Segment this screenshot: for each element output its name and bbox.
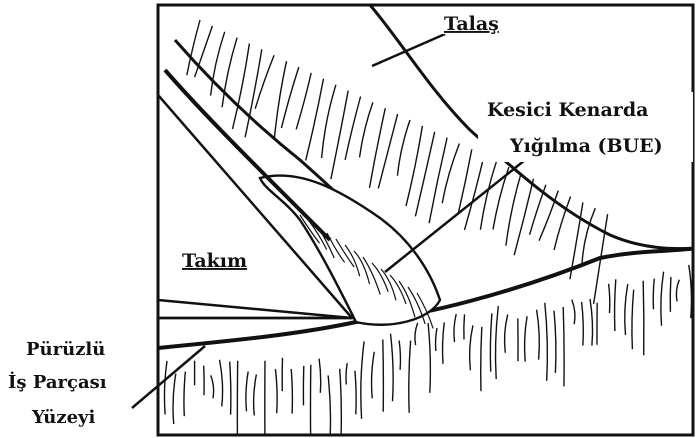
chip-texture-stroke: [360, 102, 373, 157]
workpiece-texture-stroke: [254, 375, 257, 416]
workpiece-texture-stroke: [563, 307, 564, 386]
chip-label: Talaş: [444, 13, 499, 35]
workpiece-texture-stroke: [173, 374, 176, 424]
workpiece-texture-stroke: [545, 303, 548, 381]
workpiece-label-line2: İş Parçası: [8, 370, 107, 393]
workpiece-texture-stroke: [481, 327, 482, 391]
workpiece-texture-stroke: [409, 341, 411, 413]
chip-texture-stroke: [415, 132, 434, 217]
workpiece-texture-stroke: [537, 310, 540, 360]
workpiece-texture-stroke: [291, 369, 292, 414]
bue-label-line1: Kesici Kenarda: [487, 99, 648, 121]
chip-texture-stroke: [255, 55, 274, 108]
chip-texture-stroke: [465, 155, 485, 230]
chip-texture-stroke: [345, 97, 361, 160]
workpiece-texture-stroke: [340, 369, 342, 438]
workpiece-texture-stroke: [164, 361, 167, 415]
workpiece-label-line3: Yüzeyi: [31, 407, 96, 428]
workpiece-texture-stroke: [220, 360, 223, 407]
workpiece-texture-stroke: [670, 277, 671, 312]
chip-texture-stroke: [442, 144, 459, 204]
bue-label-line2: Yığılma (BUE): [509, 135, 663, 157]
workpiece-texture-stroke: [415, 323, 418, 345]
workpiece-texture-stroke: [275, 369, 277, 413]
workpiece-texture-stroke: [436, 328, 437, 351]
workpiece-texture-stroke: [653, 279, 654, 310]
workpiece-texture-stroke: [609, 284, 610, 313]
workpiece-texture-stroke: [643, 281, 644, 356]
chip-texture-stroke: [582, 208, 595, 265]
chip-texture-stroke: [397, 120, 410, 176]
workpiece-texture-stroke: [525, 316, 528, 361]
workpiece-label-line1: Pürüzlü: [26, 339, 105, 360]
workpiece-texture-stroke: [495, 306, 498, 379]
chip-texture-stroke: [554, 197, 571, 251]
chip-texture-stroke: [296, 73, 311, 129]
workpiece-texture-stroke: [346, 363, 347, 384]
chip-texture-stroke: [370, 108, 386, 188]
workpiece-texture-stroke: [615, 279, 616, 331]
tool-label: Takım: [182, 250, 247, 272]
workpiece-texture-stroke: [355, 371, 356, 415]
chip-texture-stroke: [530, 185, 546, 235]
chip-pointer: [372, 34, 445, 66]
workpiece-texture-stroke: [689, 265, 692, 318]
workpiece-texture-stroke: [328, 375, 330, 438]
workpiece-texture-stroke: [505, 315, 508, 353]
workpiece-texture-stroke: [590, 299, 593, 346]
workpiece-texture-stroke: [554, 311, 556, 373]
workpiece-texture-stroke: [454, 314, 456, 342]
chip-texture-stroke: [331, 91, 348, 180]
workpiece-texture-stroke: [391, 334, 394, 402]
workpiece-texture-stroke: [230, 362, 231, 415]
chip-texture-stroke: [322, 85, 336, 158]
workpiece-texture-stroke: [399, 341, 400, 370]
workpiece-texture-stroke: [625, 284, 628, 335]
chip-texture-stroke: [493, 167, 509, 229]
workpiece-texture-stroke: [464, 314, 465, 339]
workpiece-texture-stroke: [582, 302, 584, 346]
workpiece-texture-stroke: [184, 372, 185, 417]
workpiece-texture-stroke: [319, 359, 321, 393]
workpiece-texture-stroke: [361, 341, 364, 418]
workpiece-texture-stroke: [470, 325, 473, 370]
workpiece-texture-stroke: [443, 323, 445, 364]
workpiece-texture-stroke: [661, 272, 664, 326]
chip-texture-stroke: [306, 79, 324, 161]
workpiece-texture-stroke: [383, 340, 384, 412]
workpiece-texture-stroke: [676, 280, 679, 302]
workpiece-texture-stroke: [211, 375, 214, 398]
chip-texture-stroke: [480, 161, 496, 230]
chip-texture-stroke: [274, 61, 286, 140]
workpiece-texture-stroke: [572, 300, 575, 325]
workpiece-texture-stroke: [428, 323, 430, 393]
workpiece-texture-stroke: [632, 290, 634, 350]
workpiece-texture-stroke: [490, 313, 492, 371]
workpiece-texture-stroke: [372, 352, 375, 399]
bue-pointer: [385, 160, 525, 272]
workpiece-texture-stroke: [246, 372, 248, 412]
chip-texture-stroke: [429, 138, 447, 224]
